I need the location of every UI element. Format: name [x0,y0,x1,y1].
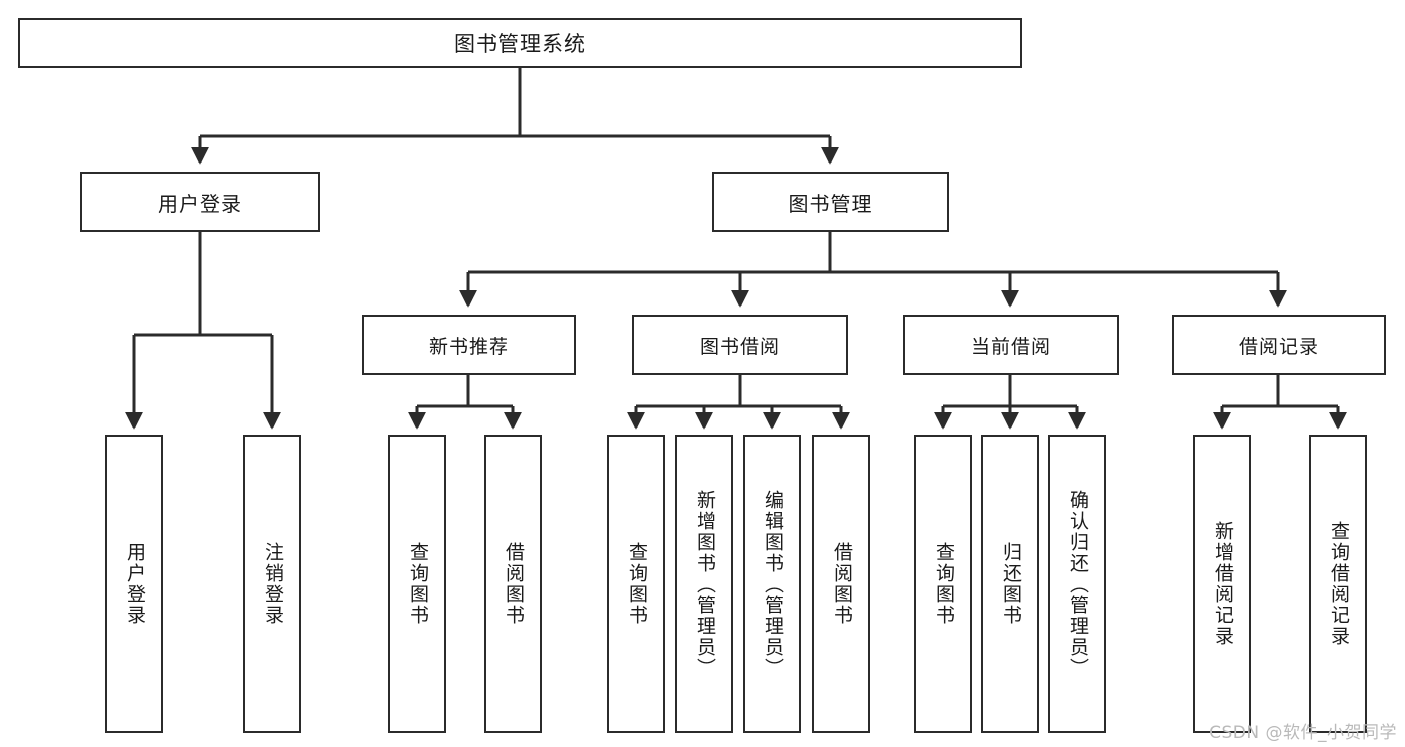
node-leaf-confirm-return-admin-label: 确认归还（管理员） [1066,489,1089,679]
node-leaf-add-book-admin[interactable]: 新增图书（管理员） [675,435,733,733]
node-current-borrow-label: 当前借阅 [970,335,1051,358]
node-leaf-query-books-rec-label: 查询图书 [406,542,429,626]
node-leaf-query-books-current[interactable]: 查询图书 [914,435,972,733]
node-leaf-borrow-books[interactable]: 借阅图书 [812,435,870,733]
node-leaf-borrow-books-label: 借阅图书 [830,542,853,626]
node-new-book-recommend[interactable]: 新书推荐 [362,315,576,375]
node-leaf-query-books-current-label: 查询图书 [932,542,955,626]
node-book-borrow-label: 图书借阅 [699,335,780,358]
node-leaf-query-borrow-record[interactable]: 查询借阅记录 [1309,435,1367,733]
node-user-login-label: 用户登录 [158,191,242,216]
node-leaf-add-book-admin-label: 新增图书（管理员） [693,489,716,679]
node-leaf-query-borrow-record-label: 查询借阅记录 [1327,521,1350,647]
node-book-management-label: 图书管理 [788,191,873,216]
node-user-login[interactable]: 用户登录 [80,172,320,232]
node-leaf-return-books-label: 归还图书 [999,542,1022,626]
node-leaf-query-books-borrow[interactable]: 查询图书 [607,435,665,733]
node-book-borrow[interactable]: 图书借阅 [632,315,848,375]
node-leaf-confirm-return-admin[interactable]: 确认归还（管理员） [1048,435,1106,733]
csdn-watermark: CSDN @软件_小贺同学 [1209,723,1397,743]
node-borrow-records-label: 借阅记录 [1238,335,1319,358]
node-leaf-return-books[interactable]: 归还图书 [981,435,1039,733]
node-leaf-query-books-borrow-label: 查询图书 [625,542,648,626]
node-leaf-edit-book-admin[interactable]: 编辑图书（管理员） [743,435,801,733]
node-leaf-borrow-books-rec-label: 借阅图书 [502,542,525,626]
node-new-book-recommend-label: 新书推荐 [428,335,509,358]
node-leaf-edit-book-admin-label: 编辑图书（管理员） [761,489,784,679]
node-leaf-logout[interactable]: 注销登录 [243,435,301,733]
node-leaf-logout-label: 注销登录 [261,542,284,626]
node-root[interactable]: 图书管理系统 [18,18,1022,68]
node-book-management[interactable]: 图书管理 [712,172,949,232]
node-leaf-add-borrow-record-label: 新增借阅记录 [1211,521,1234,647]
node-leaf-borrow-books-rec[interactable]: 借阅图书 [484,435,542,733]
node-borrow-records[interactable]: 借阅记录 [1172,315,1386,375]
node-root-label: 图书管理系统 [454,32,586,56]
node-leaf-user-login-label: 用户登录 [123,542,146,626]
node-leaf-add-borrow-record[interactable]: 新增借阅记录 [1193,435,1251,733]
node-leaf-user-login[interactable]: 用户登录 [105,435,163,733]
node-current-borrow[interactable]: 当前借阅 [903,315,1119,375]
node-leaf-query-books-rec[interactable]: 查询图书 [388,435,446,733]
